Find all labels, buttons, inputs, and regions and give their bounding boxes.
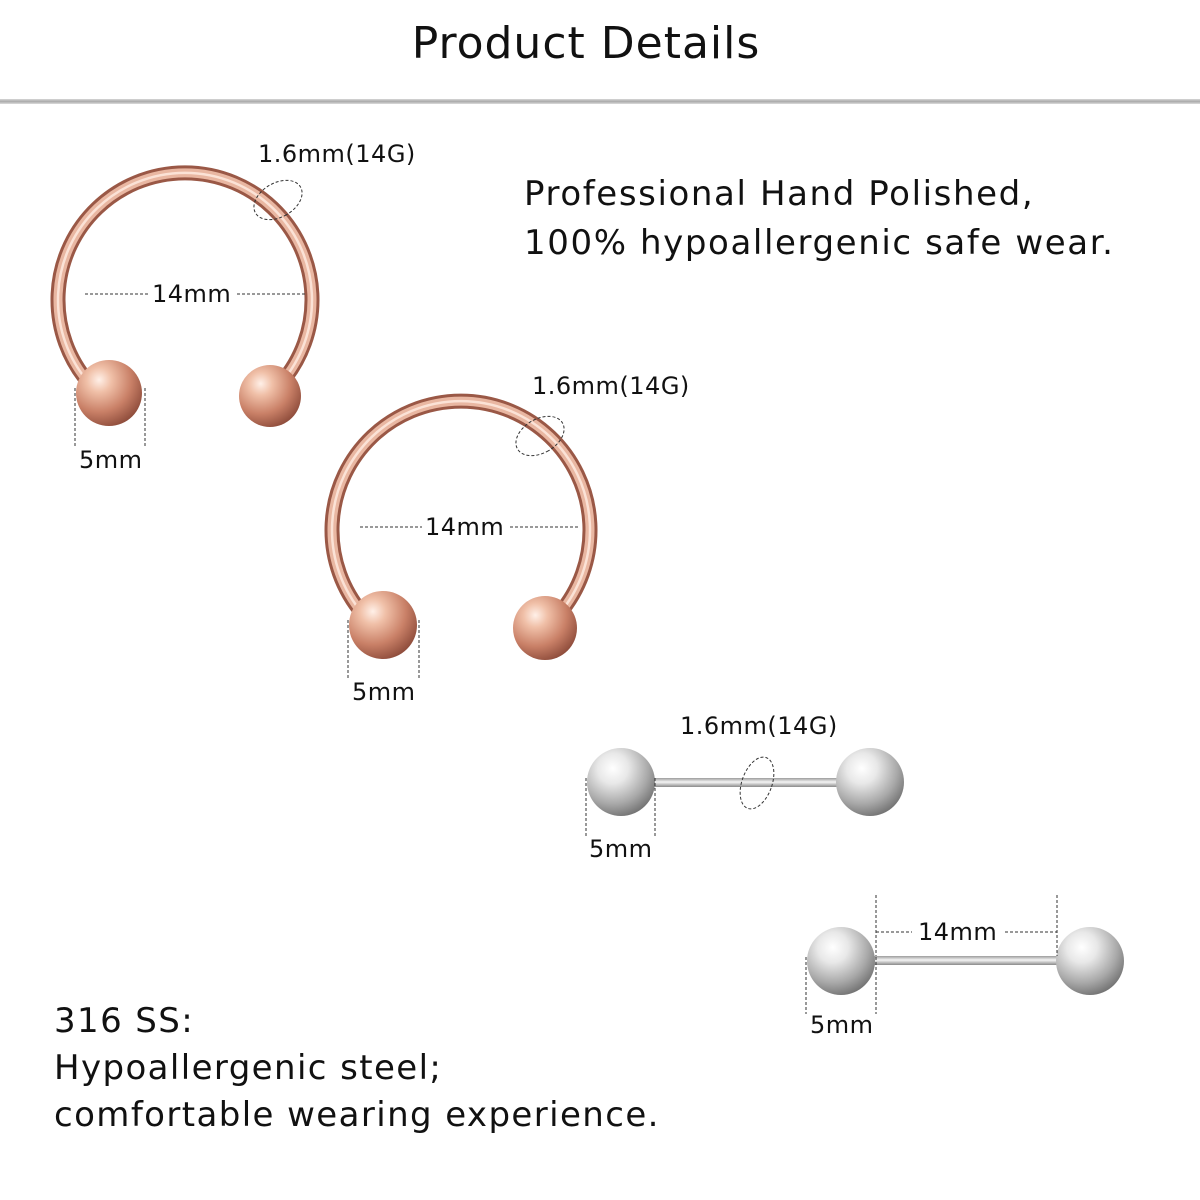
ball-end: [836, 748, 904, 816]
ball-size-label: 5mm: [352, 678, 416, 706]
barbell-2: [805, 895, 1124, 1014]
barbell-1: [585, 748, 904, 836]
material-line-1: 316 SS:: [54, 1001, 195, 1041]
length-label: 14mm: [918, 918, 998, 946]
ball-size-label: 5mm: [589, 835, 653, 863]
ball-end: [349, 591, 417, 659]
ball-end: [239, 365, 301, 427]
ball-end: [76, 360, 142, 426]
gauge-label: 1.6mm(14G): [532, 372, 690, 400]
ball-size-label: 5mm: [810, 1011, 874, 1039]
material-line-2: Hypoallergenic steel;: [54, 1048, 443, 1088]
ball-size-label: 5mm: [79, 446, 143, 474]
ball-end: [587, 748, 655, 816]
gauge-label: 1.6mm(14G): [680, 712, 838, 740]
gauge-label: 1.6mm(14G): [258, 140, 416, 168]
diameter-label: 14mm: [152, 280, 232, 308]
diameter-label: 14mm: [425, 513, 505, 541]
page-title: Product Details: [411, 18, 761, 69]
material-line-3: comfortable wearing experience.: [54, 1095, 660, 1135]
title-divider: [0, 99, 1200, 104]
ball-end: [1056, 927, 1124, 995]
horseshoe-ring-2: [324, 393, 598, 678]
ball-end: [807, 927, 875, 995]
polish-feature-line-2: 100% hypoallergenic safe wear.: [524, 223, 1115, 263]
ball-end: [513, 596, 577, 660]
polish-feature-line-1: Professional Hand Polished,: [524, 174, 1035, 214]
horseshoe-ring-1: [50, 165, 320, 446]
